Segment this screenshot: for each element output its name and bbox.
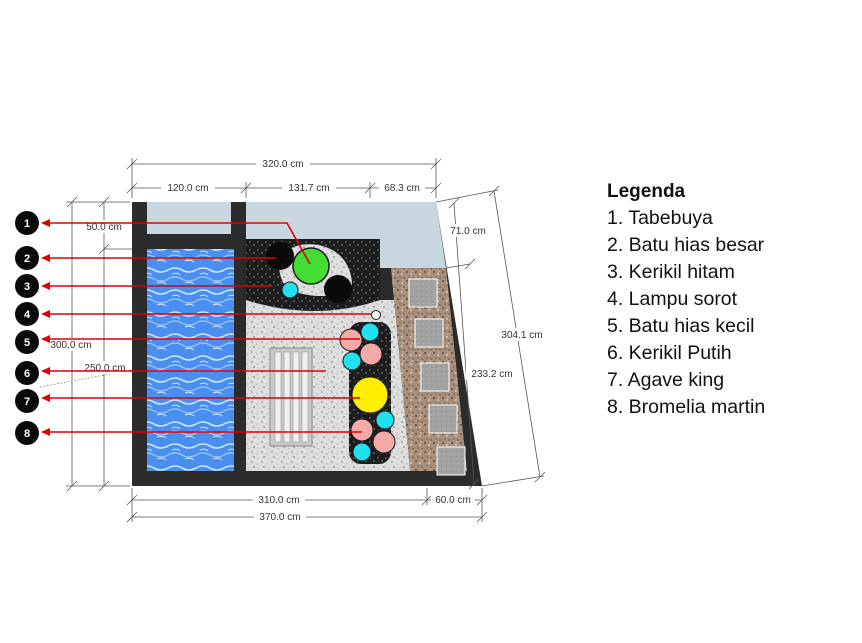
legend: Legenda 1. Tabebuya 2. Batu hias besar 3… bbox=[607, 178, 765, 421]
marker-1 bbox=[15, 211, 39, 235]
tabebuya-plant bbox=[292, 247, 330, 285]
stepping-slab-slats bbox=[274, 351, 309, 443]
marker-2-label: 2 bbox=[24, 253, 30, 265]
marker-4-label: 4 bbox=[24, 309, 31, 321]
dim-bottom-strip: 60.0 cm bbox=[435, 495, 471, 506]
marker-4 bbox=[15, 302, 39, 326]
large-decorative-stone bbox=[266, 242, 294, 270]
large-decorative-stone bbox=[324, 275, 352, 303]
marker-7 bbox=[15, 389, 39, 413]
marker-5-label: 5 bbox=[24, 337, 30, 349]
spotlight-lamp bbox=[371, 310, 381, 320]
small-cyan-stone bbox=[281, 281, 299, 299]
marker-3-label: 3 bbox=[24, 281, 30, 293]
arrow-heads bbox=[41, 219, 50, 436]
legend-item-black-gravel: 3. Kerikil hitam bbox=[607, 261, 735, 283]
legend-item-large-stone: 2. Batu hias besar bbox=[607, 234, 765, 256]
marker-6 bbox=[15, 361, 39, 385]
corner-roof-slab bbox=[370, 202, 446, 268]
dim-total-top: 320.0 cm bbox=[262, 159, 303, 170]
dim-slanted-total: 304.1 cm bbox=[501, 330, 542, 341]
dim-garden-width: 131.7 cm bbox=[288, 183, 329, 194]
dim-total-height: 300.0 cm bbox=[50, 340, 91, 351]
legend-item-bromelia: 8. Bromelia martin bbox=[607, 396, 766, 418]
marker-5 bbox=[15, 330, 39, 354]
marker-7-label: 7 bbox=[24, 396, 30, 408]
dim-corner-depth: 71.0 cm bbox=[450, 226, 486, 237]
marker-3 bbox=[15, 274, 39, 298]
dimension-labels: 320.0 cm 120.0 cm 131.7 cm 68.3 cm 50.0 … bbox=[50, 159, 542, 523]
garden-plan-diagram: 320.0 cm 120.0 cm 131.7 cm 68.3 cm 50.0 … bbox=[15, 157, 547, 523]
callout-markers: 1 2 3 4 5 6 7 8 bbox=[15, 211, 39, 445]
dim-roof-depth: 50.0 cm bbox=[86, 222, 122, 233]
upper-roof-slab bbox=[246, 202, 370, 239]
dim-slanted-lower: 233.2 cm bbox=[471, 369, 512, 380]
callout-arrows bbox=[47, 222, 372, 433]
legend-item-white-gravel: 6. Kerikil Putih bbox=[607, 342, 732, 364]
pond-roof-slab bbox=[147, 202, 231, 234]
marker-6-label: 6 bbox=[24, 368, 30, 380]
dim-bottom-total: 370.0 cm bbox=[259, 512, 300, 523]
dim-pond-width: 120.0 cm bbox=[167, 183, 208, 194]
marker-8-label: 8 bbox=[24, 428, 30, 440]
marker-1-label: 1 bbox=[24, 218, 30, 230]
pond-water bbox=[147, 249, 234, 471]
small-decorative-stones bbox=[339, 322, 396, 462]
paver-stones bbox=[408, 278, 466, 476]
dim-corner-width: 68.3 cm bbox=[384, 183, 420, 194]
marker-8 bbox=[15, 421, 39, 445]
dim-pond-height: 250.0 cm bbox=[84, 363, 125, 374]
legend-item-agave: 7. Agave king bbox=[607, 369, 725, 391]
marker-2 bbox=[15, 246, 39, 270]
agave-king-plant bbox=[351, 376, 389, 414]
legend-item-small-stone: 5. Batu hias kecil bbox=[607, 315, 755, 337]
legend-title: Legenda bbox=[607, 181, 686, 202]
legend-item-tabebuya: 1. Tabebuya bbox=[607, 207, 713, 229]
dim-bottom-main: 310.0 cm bbox=[258, 495, 299, 506]
legend-item-spotlight: 4. Lampu sorot bbox=[607, 288, 738, 310]
